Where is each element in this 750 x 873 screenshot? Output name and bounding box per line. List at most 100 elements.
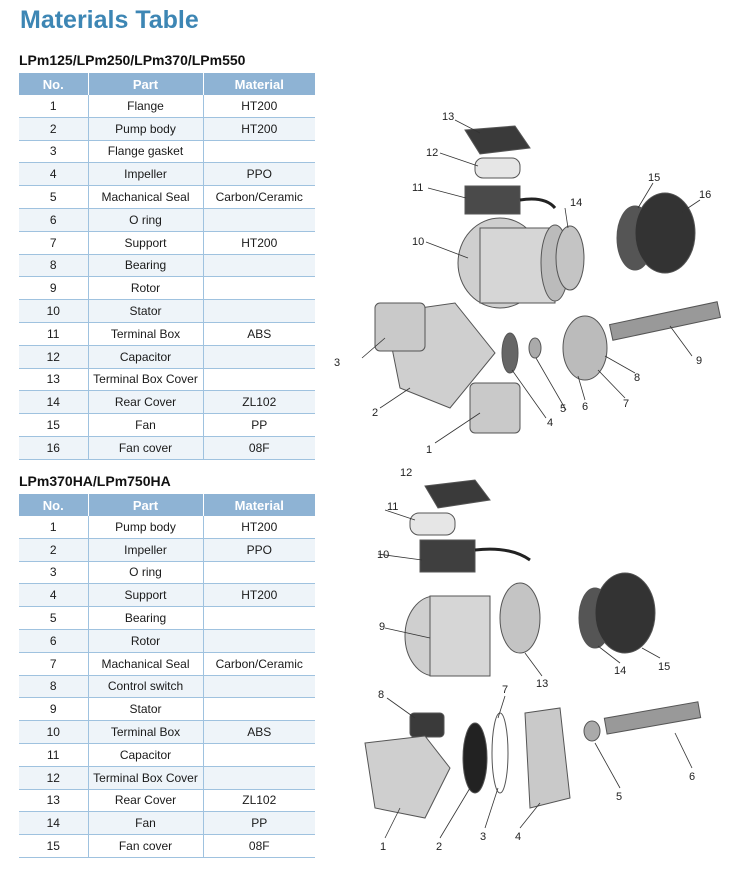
cell-part: Terminal Box Cover	[87, 766, 203, 790]
cell-part: Rotor	[87, 276, 203, 301]
cell-material	[202, 697, 315, 722]
cell-no: 7	[19, 231, 88, 255]
cell-part: Bearing	[87, 254, 203, 278]
cell-no: 13	[19, 789, 88, 813]
callout-label: 10	[412, 236, 424, 248]
cell-no: 14	[19, 390, 88, 415]
cell-no: 3	[19, 561, 88, 585]
cell-part: Fan cover	[87, 834, 203, 858]
callout-label: 2	[436, 841, 442, 853]
callout-label: 4	[515, 831, 521, 843]
exploded-view-diagram-ha: 12 11 10 9 8 1 2 3 4 7 5 6 13 14 15	[364, 468, 702, 853]
cell-no: 7	[19, 652, 88, 676]
table-header-row: No. Part Material	[19, 494, 315, 516]
callout-label: 9	[379, 621, 385, 633]
cell-no: 12	[19, 345, 88, 369]
cell-no: 4	[19, 583, 88, 608]
cell-material: 08F	[202, 436, 315, 460]
callout-label: 14	[570, 197, 582, 209]
cell-part: Support	[87, 231, 203, 255]
cell-no: 14	[19, 811, 88, 836]
cell-part: Rear Cover	[87, 390, 203, 415]
cell-part: Fan	[87, 413, 203, 437]
cell-no: 6	[19, 208, 88, 232]
cell-part: Terminal Box Cover	[87, 368, 203, 392]
cell-part: Rotor	[87, 629, 203, 653]
callout-label: 7	[623, 398, 629, 410]
cell-material: Carbon/Ceramic	[202, 652, 315, 676]
callout-label: 15	[658, 661, 670, 673]
callout-label: 15	[648, 172, 660, 184]
callout-label: 4	[547, 417, 553, 429]
cell-no: 8	[19, 675, 88, 699]
callout-label: 1	[380, 841, 386, 853]
cell-material: HT200	[202, 516, 315, 539]
cell-part: Capacitor	[87, 743, 203, 767]
cell-material: 08F	[202, 834, 315, 858]
cell-material	[202, 208, 315, 232]
cell-material: PPO	[202, 538, 315, 562]
cell-part: Impeller	[87, 538, 203, 562]
cell-part: Stator	[87, 299, 203, 323]
cell-part: O ring	[87, 561, 203, 585]
cell-material	[202, 606, 315, 630]
cell-part: Fan	[87, 811, 203, 836]
callout-label: 6	[689, 771, 695, 783]
cell-material: Carbon/Ceramic	[202, 185, 315, 209]
callout-label: 12	[400, 468, 412, 479]
cell-no: 9	[19, 276, 88, 301]
callout-label: 5	[616, 791, 622, 803]
cell-material: HT200	[202, 117, 315, 141]
cell-part: Control switch	[87, 675, 203, 699]
cell-material	[202, 675, 315, 699]
callout-label: 10	[377, 549, 389, 561]
cell-material	[202, 254, 315, 278]
cell-part: Stator	[87, 697, 203, 722]
callout-label: 5	[560, 403, 566, 415]
cell-no: 5	[19, 606, 88, 630]
header-no: No.	[19, 494, 88, 516]
cell-part: O ring	[87, 208, 203, 232]
cell-no: 15	[19, 834, 88, 858]
cell-material: HT200	[202, 583, 315, 608]
cell-part: Impeller	[87, 162, 203, 187]
section-title-ha: LPm370HA/LPm750HA	[19, 473, 171, 489]
exploded-view-diagram-standard: 13 12 11 10 3 2 1 4 5 6 7 8 9 14 15 16	[334, 111, 722, 456]
cell-material: ABS	[202, 322, 315, 346]
cell-material: ZL102	[202, 390, 315, 415]
cell-no: 10	[19, 299, 88, 323]
cell-part: Pump body	[87, 117, 203, 141]
cell-no: 2	[19, 117, 88, 141]
callout-label: 3	[334, 357, 340, 369]
cell-part: Bearing	[87, 606, 203, 630]
cell-material	[202, 629, 315, 653]
cell-material	[202, 299, 315, 323]
cell-no: 8	[19, 254, 88, 278]
cell-material	[202, 368, 315, 392]
cell-part: Capacitor	[87, 345, 203, 369]
header-material: Material	[202, 494, 315, 516]
callout-label: 3	[480, 831, 486, 843]
cell-part: Pump body	[87, 516, 203, 539]
callout-label: 11	[412, 182, 423, 194]
cell-part: Machanical Seal	[87, 185, 203, 209]
cell-material	[202, 561, 315, 585]
